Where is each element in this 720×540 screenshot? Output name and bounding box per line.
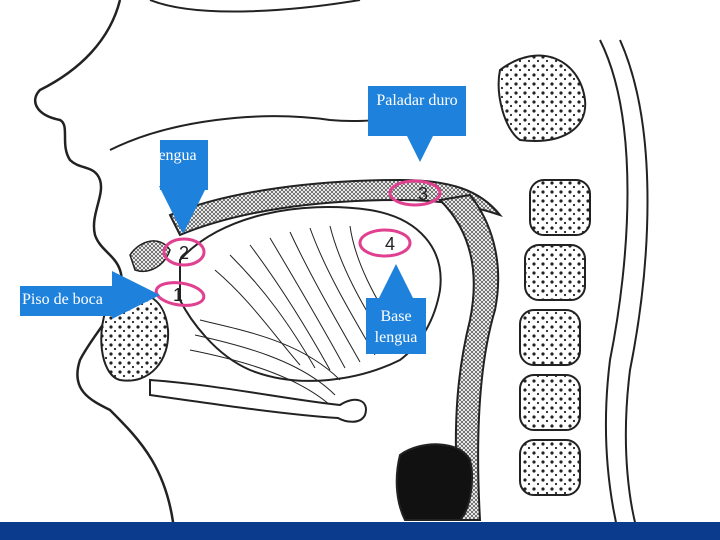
marker-3-label: 3 bbox=[418, 184, 428, 204]
hyoid-bone-shape bbox=[149, 378, 367, 423]
hard-palate-shape bbox=[168, 178, 503, 237]
marker-3-ring bbox=[388, 179, 442, 207]
callout-base-lengua: Base lengua bbox=[366, 298, 426, 354]
callout-arrows bbox=[112, 114, 444, 319]
callout-lengua-text: lengua bbox=[160, 147, 197, 164]
callout-paladar-duro: Paladar duro bbox=[368, 86, 466, 136]
callout-base-lengua-text: Base lengua bbox=[374, 308, 418, 346]
callout-paladar-duro-text: Paladar duro bbox=[376, 92, 458, 109]
callout-lengua: lengua bbox=[160, 140, 208, 190]
marker-1-label: 1 bbox=[173, 285, 183, 305]
cervical-spine bbox=[497, 39, 649, 540]
marker-2-ring bbox=[162, 237, 206, 267]
face-profile-line bbox=[34, 0, 177, 540]
marker-4-ring bbox=[358, 228, 412, 258]
marker-4-label: 4 bbox=[385, 234, 395, 254]
marker-2-label: 2 bbox=[179, 243, 189, 263]
pharynx-wall-shape bbox=[437, 193, 500, 521]
bottom-bar bbox=[0, 522, 720, 540]
larynx-shape bbox=[395, 443, 473, 521]
region-markers bbox=[154, 179, 442, 307]
callout-piso-de-boca-text: Piso de boca bbox=[22, 291, 103, 308]
callout-piso-de-boca: Piso de boca bbox=[20, 286, 112, 316]
